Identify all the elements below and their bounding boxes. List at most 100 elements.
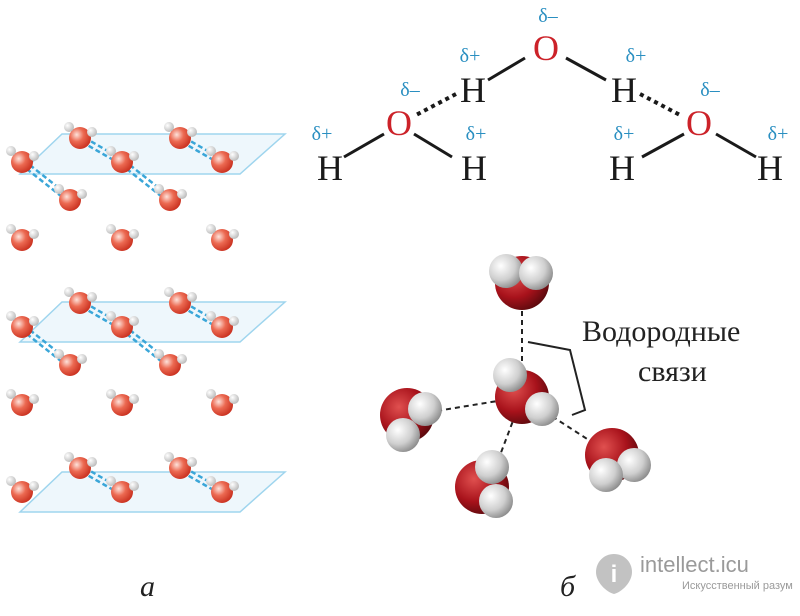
water-molecule-right-hydrogen bbox=[589, 458, 623, 492]
ice-hydrogen-atom bbox=[6, 389, 16, 399]
ice-hydrogen-atom bbox=[87, 292, 97, 302]
hydrogen-bonds-label-line2: связи bbox=[638, 355, 707, 388]
watermark-name: intellect.icu bbox=[640, 552, 749, 577]
watermark-tagline: Искусственный разум bbox=[682, 580, 793, 592]
ice-oxygen-atom bbox=[111, 229, 133, 251]
ice-hydrogen-atom bbox=[29, 394, 39, 404]
covalent-bond bbox=[715, 132, 757, 159]
ice-hydrogen-atom bbox=[129, 394, 139, 404]
ice-hydrogen-atom bbox=[206, 311, 216, 321]
ice-hydrogen-atom bbox=[206, 476, 216, 486]
ice-oxygen-atom bbox=[69, 127, 91, 149]
ice-hydrogen-atom bbox=[29, 316, 39, 326]
ice-oxygen-atom bbox=[169, 457, 191, 479]
ice-lattice bbox=[6, 122, 287, 513]
ice-hydrogen-atom bbox=[206, 389, 216, 399]
covalent-bond bbox=[487, 56, 526, 82]
ice-oxygen-atom bbox=[211, 316, 233, 338]
ice-oxygen-atom bbox=[169, 292, 191, 314]
structural-formula: O O O H H H H H H δ– δ– δ– δ+ δ+ δ+ δ+ δ… bbox=[312, 5, 789, 188]
hydrogen-atom: H bbox=[609, 148, 635, 188]
ice-hydrogen-atom bbox=[229, 151, 239, 161]
ice-hydrogen-atom bbox=[187, 292, 197, 302]
ice-hydrogen-atom bbox=[64, 452, 74, 462]
ice-layer-plane bbox=[18, 301, 287, 343]
watermark: i intellect.icu Искусственный разум bbox=[590, 548, 800, 600]
ice-hydrogen-atom bbox=[177, 189, 187, 199]
ice-hydrogen-atom bbox=[29, 229, 39, 239]
ice-hydrogen-atom bbox=[206, 146, 216, 156]
hydrogen-bonds-label: Водородные связи bbox=[582, 312, 740, 392]
ice-hydrogen-atom bbox=[229, 316, 239, 326]
hydrogen-bonds-label-line1: Водородные bbox=[582, 315, 741, 348]
ice-hydrogen-atom bbox=[154, 349, 164, 359]
ice-hydrogen-atom bbox=[87, 127, 97, 137]
partial-charge-plus: δ+ bbox=[768, 123, 789, 145]
ice-hydrogen-atom bbox=[229, 229, 239, 239]
ice-oxygen-atom bbox=[111, 316, 133, 338]
ice-hydrogen-atom bbox=[229, 394, 239, 404]
ice-hydrogen-atom bbox=[129, 151, 139, 161]
ice-hydrogen-atom bbox=[177, 354, 187, 364]
water-molecule-top-hydrogen bbox=[489, 254, 523, 288]
partial-charge-plus: δ+ bbox=[460, 45, 481, 67]
svg-text:i: i bbox=[611, 561, 618, 588]
ice-oxygen-atom bbox=[11, 316, 33, 338]
ice-hydrogen-atom bbox=[64, 287, 74, 297]
ice-hydrogen-atom bbox=[164, 122, 174, 132]
hydrogen-atom: H bbox=[461, 148, 487, 188]
ice-oxygen-atom bbox=[211, 229, 233, 251]
ice-hydrogen-atom bbox=[106, 389, 116, 399]
hydrogen-atom: H bbox=[757, 148, 783, 188]
ice-hydrogen-atom bbox=[129, 316, 139, 326]
ice-oxygen-atom bbox=[11, 394, 33, 416]
covalent-bond bbox=[565, 56, 607, 82]
ice-oxygen-atom bbox=[211, 394, 233, 416]
hydrogen-atom: H bbox=[317, 148, 343, 188]
hydrogen-bond-dashed bbox=[487, 396, 523, 488]
ice-oxygen-atom bbox=[211, 481, 233, 503]
ice-hydrogen-atom bbox=[54, 184, 64, 194]
oxygen-center: O bbox=[533, 28, 559, 68]
ice-hydrogen-atom bbox=[164, 452, 174, 462]
ice-oxygen-atom bbox=[211, 151, 233, 173]
ice-hydrogen-atom bbox=[206, 224, 216, 234]
hydrogen-bond-model bbox=[380, 254, 651, 518]
covalent-bond bbox=[343, 132, 385, 159]
ice-hydrogen-atom bbox=[106, 224, 116, 234]
ice-layer-plane bbox=[18, 133, 287, 175]
label-pointer-line bbox=[527, 341, 587, 416]
hydrogen-atom: H bbox=[611, 70, 637, 110]
ice-oxygen-atom bbox=[159, 354, 181, 376]
ice-oxygen-atom bbox=[111, 481, 133, 503]
ice-hydrogen-atom bbox=[187, 457, 197, 467]
ice-oxygen-atom bbox=[11, 229, 33, 251]
ice-oxygen-atom bbox=[159, 189, 181, 211]
water-molecule-left-hydrogen bbox=[408, 392, 442, 426]
ice-hydrogen-atom bbox=[6, 476, 16, 486]
caption-panel-b: б bbox=[560, 570, 576, 603]
water-molecule-top-hydrogen bbox=[519, 256, 553, 290]
partial-charge-minus: δ– bbox=[538, 5, 558, 27]
covalent-bond bbox=[413, 132, 453, 159]
partial-charge-plus: δ+ bbox=[312, 123, 333, 145]
ice-oxygen-atom bbox=[59, 354, 81, 376]
ice-hydrogen-atom bbox=[6, 146, 16, 156]
ice-oxygen-atom bbox=[169, 127, 191, 149]
ice-hydrogen-atom bbox=[129, 229, 139, 239]
ice-oxygen-atom bbox=[69, 292, 91, 314]
water-molecule-left-hydrogen bbox=[386, 418, 420, 452]
oxygen-right: O bbox=[686, 103, 712, 143]
ice-oxygen-atom bbox=[111, 394, 133, 416]
ice-hydrogen-atom bbox=[77, 189, 87, 199]
ice-hydrogen-atom bbox=[106, 311, 116, 321]
partial-charge-plus: δ+ bbox=[466, 123, 487, 145]
oxygen-left: O bbox=[386, 103, 412, 143]
water-molecule-center-hydrogen bbox=[525, 392, 559, 426]
water-molecule-bottom-hydrogen bbox=[475, 450, 509, 484]
ice-hydrogen-atom bbox=[187, 127, 197, 137]
ice-hydrogen-atom bbox=[229, 481, 239, 491]
ice-hydrogen-atom bbox=[54, 349, 64, 359]
partial-charge-minus: δ– bbox=[400, 79, 420, 101]
